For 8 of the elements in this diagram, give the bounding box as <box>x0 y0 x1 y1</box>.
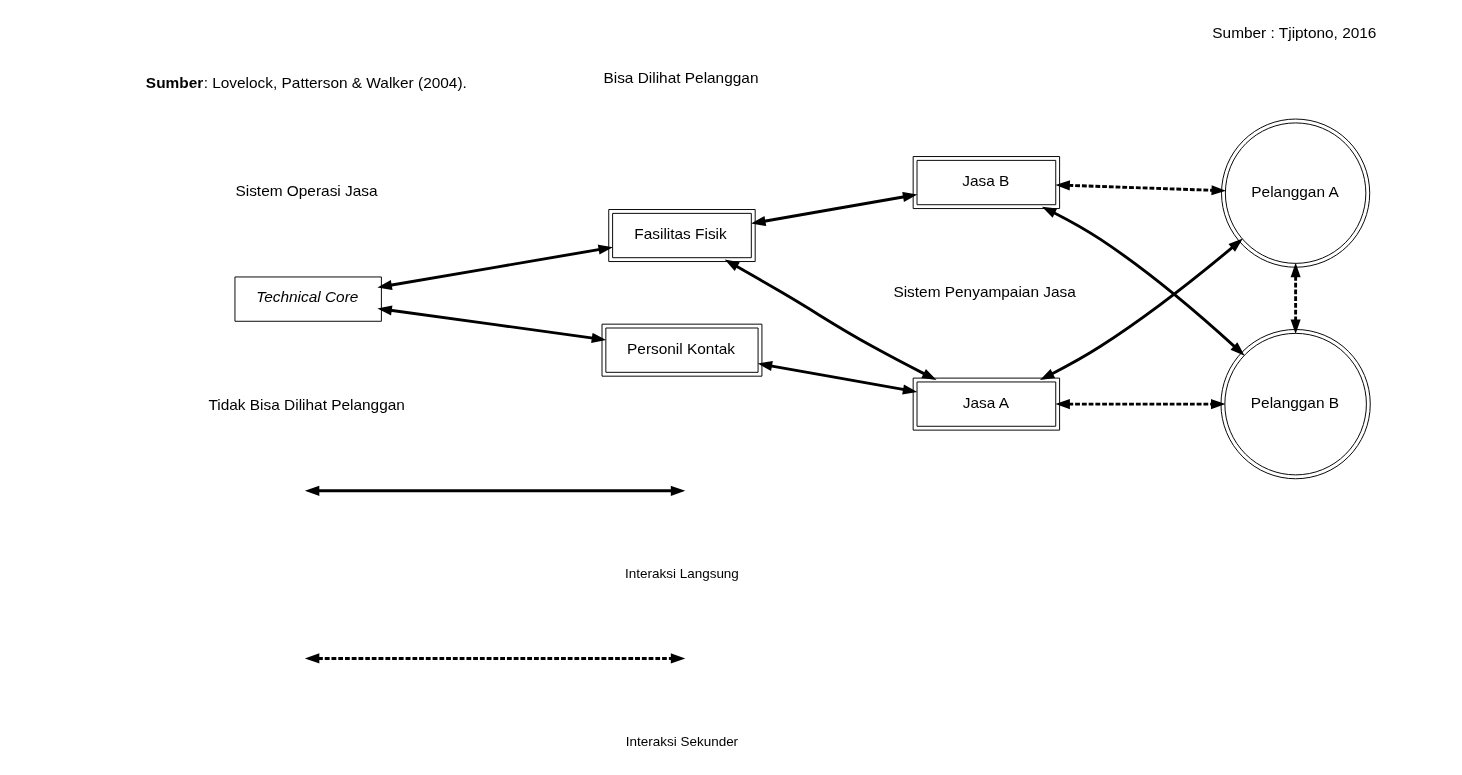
label: Bisa Dilihat Pelanggan <box>602 69 758 87</box>
label: Sumber : Tjiptono, 2016 <box>1211 23 1376 41</box>
label: Tidak Bisa Dilihat Pelanggan <box>207 395 405 413</box>
legend-label: Interaksi Sekunder <box>625 733 738 749</box>
legend-label: Interaksi Langsung <box>624 566 739 582</box>
label: Sistem Penyampaian Jasa <box>892 282 1076 300</box>
label: Sumber: Lovelock, Patterson & Walker (2004). <box>145 73 467 91</box>
label: Sistem Operasi Jasa <box>234 181 378 199</box>
